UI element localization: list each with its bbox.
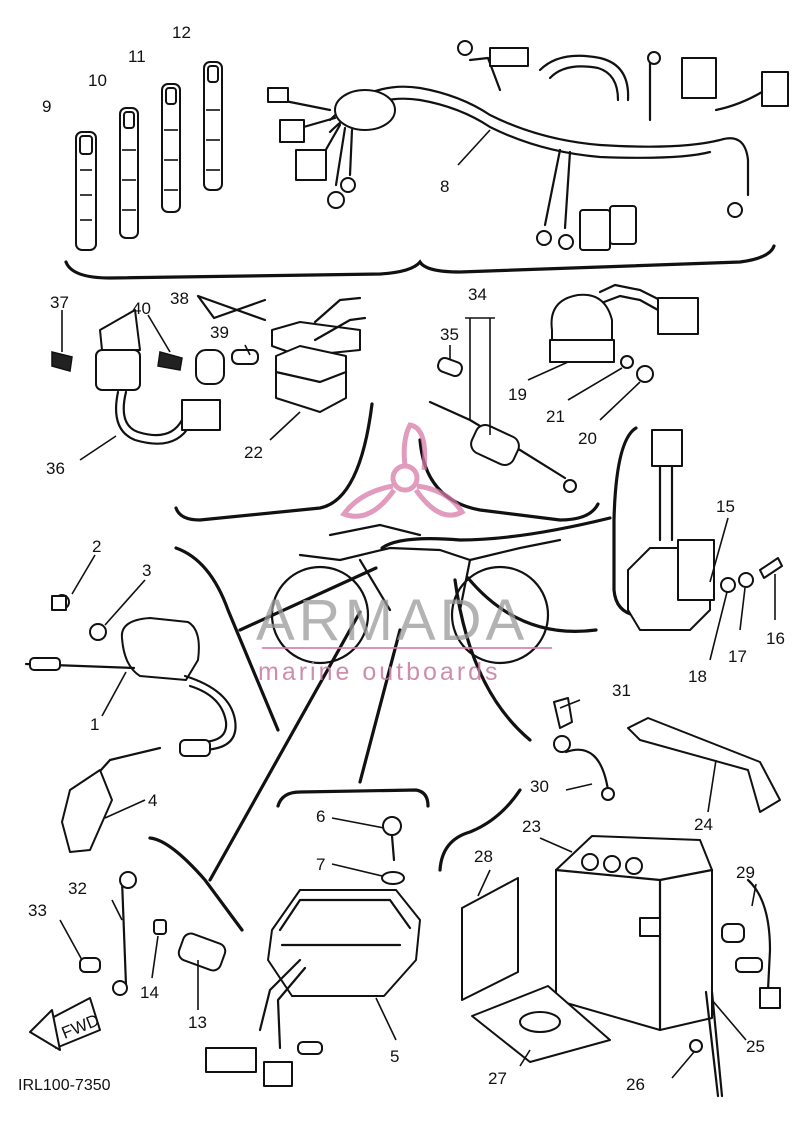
fwd-arrow: FWD [29,997,102,1051]
label-2: 2 [92,537,101,556]
label-35: 35 [440,325,459,344]
cable-band-10 [119,107,139,239]
label-15: 15 [716,497,735,516]
neutral-switch-group [59,836,244,1010]
rectifier-regulator-bracket [612,426,783,661]
label-24: 24 [694,815,713,834]
label-22: 22 [244,443,263,462]
watermark-logo-mark [340,422,466,519]
label-14: 14 [140,983,159,1002]
label-27: 27 [488,1069,507,1088]
label-38: 38 [170,289,189,308]
wire-harness [267,40,789,251]
label-18: 18 [688,667,707,686]
label-23: 23 [522,817,541,836]
label-8: 8 [440,177,449,196]
label-5: 5 [390,1047,399,1066]
label-3: 3 [142,561,151,580]
label-31: 31 [612,681,631,700]
ignition-coil-assembly [24,546,280,853]
label-10: 10 [88,71,107,90]
label-36: 36 [46,459,65,478]
label-39: 39 [210,323,229,342]
label-32: 32 [68,879,87,898]
cable-band-12 [203,61,223,191]
label-17: 17 [728,647,747,666]
label-13: 13 [188,1013,207,1032]
label-4: 4 [148,791,157,810]
label-9: 9 [42,97,51,116]
main-switch-assembly [51,294,374,522]
label-21: 21 [546,407,565,426]
fuel-sender-unit [527,283,699,421]
label-19: 19 [508,385,527,404]
watermark: ARMADA marine outboards [256,588,552,686]
label-1: 1 [90,715,99,734]
label-25: 25 [746,1037,765,1056]
label-30: 30 [530,777,549,796]
label-16: 16 [766,629,785,648]
label-12: 12 [172,23,191,42]
label-28: 28 [474,847,493,866]
watermark-tagline: marine outboards [258,658,501,686]
watermark-brand: ARMADA [256,588,528,653]
battery-group [438,697,781,1098]
label-37: 37 [50,293,69,312]
part-labels: 1 2 3 4 5 6 7 8 9 10 11 12 13 14 15 16 1… [28,23,785,1094]
motorcycle-sketch [208,516,612,882]
label-20: 20 [578,429,597,448]
cable-band-9 [75,131,97,251]
drawing-code: IRL100-7350 [18,1077,111,1094]
label-7: 7 [316,855,325,874]
label-40: 40 [132,299,151,318]
top-group-bracket [64,244,776,280]
label-26: 26 [626,1075,645,1094]
label-33: 33 [28,901,47,920]
cable-band-11 [161,83,181,213]
label-29: 29 [736,863,755,882]
label-6: 6 [316,807,325,826]
cdi-unit-group [205,788,430,1087]
label-11: 11 [128,47,146,66]
starter-relay-group [418,317,600,522]
label-34: 34 [468,285,487,304]
